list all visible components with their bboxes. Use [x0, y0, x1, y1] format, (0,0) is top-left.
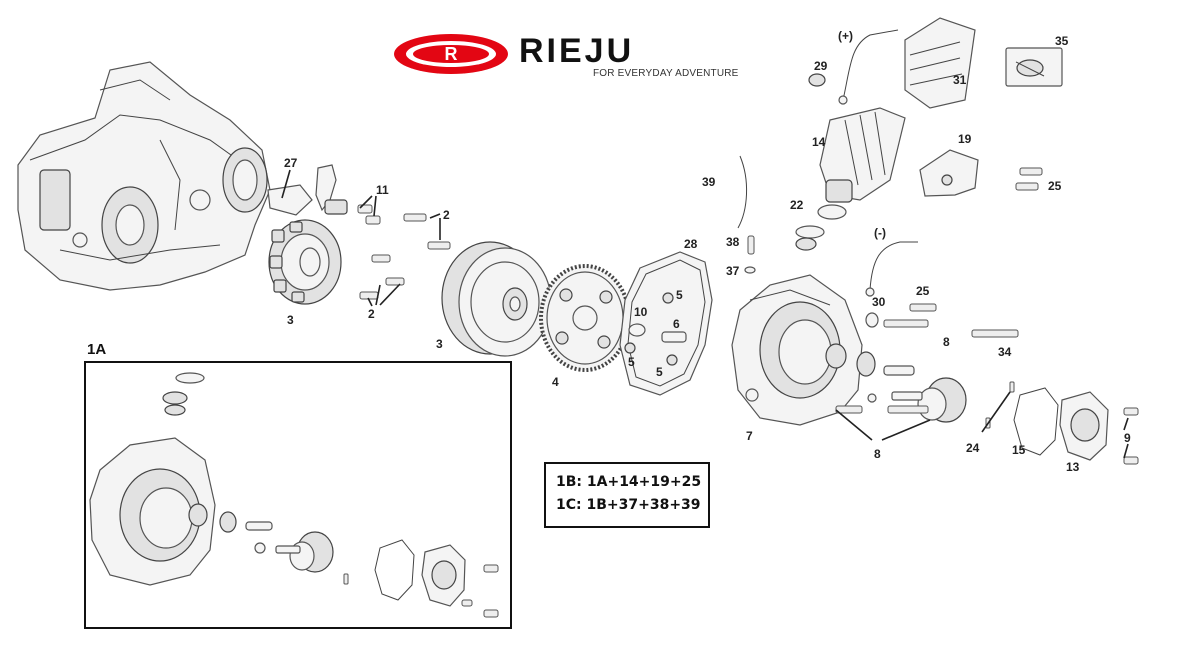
- callout-24: 24: [966, 441, 980, 455]
- bracket-19: [919, 149, 979, 197]
- washer-37: [744, 266, 756, 274]
- kit-1c-line: 1C: 1B+37+38+39: [556, 497, 701, 513]
- flywheel-rotor: [441, 241, 552, 357]
- positive-cable: [838, 29, 899, 105]
- inset-1a-parts: [89, 372, 499, 618]
- callout-9: 9: [1124, 431, 1131, 445]
- ignition-cover-gasket: [619, 251, 713, 396]
- bolts-9: [1123, 407, 1139, 465]
- callout-25-mid: 25: [916, 284, 930, 298]
- brand-header: R RIEJU FOR EVERYDAY ADVENTURE: [393, 32, 738, 82]
- callout-minus: (-): [874, 226, 886, 240]
- callout-39: 39: [702, 175, 716, 189]
- rieju-logo-icon: R: [394, 34, 508, 74]
- callout-22: 22: [790, 198, 804, 212]
- callout-5-right: 5: [656, 365, 663, 379]
- bolts-right-cover: [835, 303, 1019, 414]
- small-parts-5-6-10: [624, 292, 687, 366]
- water-pump-cover: [1059, 391, 1109, 461]
- negative-cable: [865, 241, 918, 297]
- callout-31: 31: [953, 73, 967, 87]
- callout-11: 11: [376, 183, 389, 197]
- starter-motor: [817, 107, 906, 220]
- kit-composition-box: 1B: 1A+14+19+25 1C: 1B+37+38+39: [544, 462, 710, 528]
- clutch-side-cover: [731, 274, 863, 426]
- callout-15: 15: [1012, 443, 1026, 457]
- callout-3-stator: 3: [287, 313, 294, 327]
- callout-35: 35: [1055, 34, 1069, 48]
- brand-tagline: FOR EVERYDAY ADVENTURE: [593, 68, 739, 79]
- callout-5-left: 5: [628, 355, 635, 369]
- inset-1a-box: [84, 361, 512, 629]
- bolts-11: [357, 204, 381, 225]
- callout-labels: 27 11 2 2 3 3 4 28 5 10 6 5 5 39 38 37 (…: [284, 29, 1131, 474]
- oring-22: [795, 225, 825, 251]
- callout-8-mid: 8: [943, 335, 950, 349]
- starter-ring-gear: [539, 264, 631, 372]
- starter-boot-31: [904, 17, 976, 109]
- inset-1a-label: 1A: [87, 341, 107, 358]
- nut-29: [808, 73, 826, 87]
- callout-5-top: 5: [676, 288, 683, 302]
- callout-34: 34: [998, 345, 1012, 359]
- bolts-25-top: [1015, 167, 1043, 191]
- bolts-2-stator: [359, 213, 451, 300]
- callout-38: 38: [726, 235, 740, 249]
- washer-30: [865, 312, 879, 328]
- sensor-38: [747, 235, 755, 255]
- callout-28: 28: [684, 237, 698, 251]
- pickup-bracket: [267, 164, 348, 216]
- spring-39: [737, 155, 748, 229]
- callout-29: 29: [814, 59, 828, 73]
- stator: [268, 219, 342, 305]
- leader-lines: [281, 169, 1129, 459]
- callout-plus: (+): [838, 29, 853, 43]
- callout-2-bottom: 2: [368, 307, 375, 321]
- kit-1b-line: 1B: 1A+14+19+25: [556, 474, 702, 490]
- engine-crankcase: [17, 61, 271, 291]
- callout-14: 14: [812, 135, 826, 149]
- callout-25-top: 25: [1048, 179, 1062, 193]
- callout-30: 30: [872, 295, 886, 309]
- callout-4: 4: [552, 375, 559, 389]
- callout-6: 6: [673, 317, 680, 331]
- relay-35: [1005, 47, 1063, 87]
- water-pump-gasket: [1013, 387, 1059, 456]
- brand-name: RIEJU: [519, 32, 635, 70]
- callout-8-bottom: 8: [874, 447, 881, 461]
- callout-27: 27: [284, 156, 298, 170]
- callout-7: 7: [746, 429, 753, 443]
- callout-2-top: 2: [443, 208, 450, 222]
- callout-37: 37: [726, 264, 740, 278]
- callout-10: 10: [634, 305, 648, 319]
- callout-19: 19: [958, 132, 972, 146]
- logo-letter: R: [445, 44, 458, 64]
- callout-13: 13: [1066, 460, 1080, 474]
- callout-3-rotor: 3: [436, 337, 443, 351]
